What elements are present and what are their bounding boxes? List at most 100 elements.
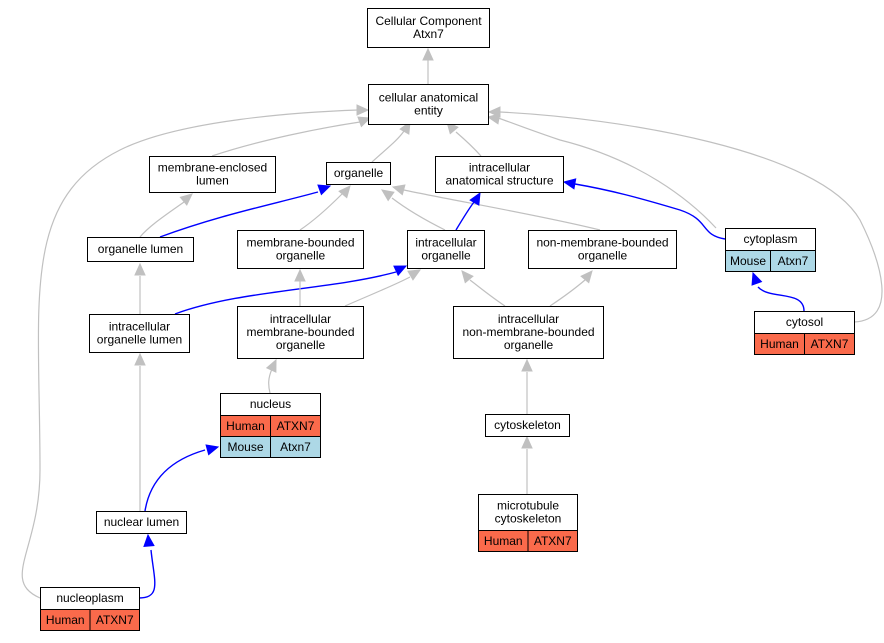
- node-label: membrane-enclosed: [158, 161, 267, 175]
- edge-arrowhead: [580, 270, 593, 284]
- edges-layer: [21, 47, 883, 599]
- node-nuclum[interactable]: nuclear lumen: [96, 511, 187, 534]
- edge-cyto-to-cae: [497, 117, 717, 229]
- human-cell-label: ATXN7: [811, 337, 849, 351]
- edge-arrowhead: [134, 352, 146, 366]
- node-cytosk[interactable]: cytoskeleton: [485, 414, 570, 437]
- human-cell-label: Human: [484, 534, 523, 548]
- node-label: organelle: [578, 249, 628, 263]
- edge-inmbo-to-nmbo: [549, 279, 586, 307]
- edge-orglum-to-mel: [139, 201, 185, 238]
- edge-arrowhead: [134, 262, 146, 276]
- edge-arrowhead: [265, 358, 277, 373]
- edge-arrowhead: [487, 106, 501, 118]
- node-box: [367, 8, 490, 48]
- edge-arrowhead: [422, 47, 434, 61]
- node-label: microtubule: [497, 499, 559, 513]
- edge-nmbo-to-org: [403, 189, 601, 231]
- edge-arrowhead: [393, 265, 408, 277]
- node-label: organelle: [276, 249, 326, 263]
- node-label: intracellular: [109, 320, 170, 334]
- node-label: lumen: [196, 174, 229, 188]
- node-orglum[interactable]: organelle lumen: [87, 237, 194, 262]
- node-label: anatomical structure: [445, 174, 553, 188]
- edge-cyto-to-ias: [574, 183, 726, 240]
- node-box: [89, 314, 190, 353]
- node-label: intracellular: [415, 236, 476, 250]
- node-label: non-membrane-bounded: [462, 325, 594, 339]
- edge-io-to-org: [391, 197, 446, 231]
- mouse-cell: [770, 250, 816, 272]
- node-box: [96, 511, 187, 534]
- node-label: organelle: [276, 338, 326, 352]
- edge-arrowhead: [469, 191, 481, 206]
- node-box: [478, 494, 578, 531]
- node-label: nucleoplasm: [56, 591, 123, 605]
- node-box: [87, 237, 194, 262]
- edge-arrowhead: [317, 184, 332, 196]
- edge-arrowhead: [461, 270, 474, 284]
- human-cell-label: Human: [226, 419, 265, 433]
- edge-arrowhead: [381, 189, 395, 202]
- node-label: cytoplasm: [743, 232, 797, 246]
- node-box: [407, 230, 485, 269]
- edge-mel-to-cae: [211, 121, 361, 157]
- node-box: [326, 162, 391, 185]
- node-box: [237, 306, 364, 359]
- node-label: non-membrane-bounded: [536, 236, 668, 250]
- human-cell: [89, 609, 140, 631]
- edge-arrowhead: [143, 533, 155, 547]
- human-cell-label: Human: [760, 337, 799, 351]
- node-box: [149, 156, 276, 193]
- edge-arrowhead: [179, 193, 193, 206]
- edge-arrowhead: [357, 116, 372, 128]
- edge-arrowhead: [294, 268, 306, 282]
- node-label: cytoskeleton: [494, 418, 561, 432]
- node-label: nucleus: [250, 397, 291, 411]
- node-label: Cellular Component: [375, 14, 482, 28]
- edge-nuclum-to-nucleus: [144, 449, 206, 512]
- edge-arrowhead: [391, 184, 406, 196]
- node-label: intracellular: [469, 161, 530, 175]
- node-label: membrane-bounded: [246, 325, 354, 339]
- edge-arrowhead: [521, 435, 533, 449]
- edge-io-to-ias: [455, 201, 475, 231]
- edge-arrowhead: [356, 104, 370, 116]
- node-box: [528, 230, 677, 269]
- node-org[interactable]: organelle: [326, 162, 391, 185]
- node-label: entity: [414, 104, 443, 118]
- edge-imbo-to-io: [344, 276, 411, 307]
- mouse-cell-label: Mouse: [730, 254, 766, 268]
- node-label: Atxn7: [413, 27, 444, 41]
- node-box: [368, 84, 489, 125]
- edge-nucleo-to-nuclum: [138, 549, 156, 599]
- edge-arrowhead: [338, 185, 351, 199]
- edge-cytosol-to-cyto: [757, 286, 805, 312]
- edge-arrowhead: [407, 269, 422, 281]
- edge-nucleo-to-cae: [21, 109, 359, 599]
- edge-arrowhead: [562, 178, 577, 190]
- node-label: cellular anatomical: [379, 91, 478, 105]
- node-inmbo[interactable]: intracellularnon-membrane-boundedorganel…: [453, 306, 604, 359]
- human-cell-label: Human: [46, 613, 85, 627]
- human-cell-label: ATXN7: [96, 613, 134, 627]
- edge-arrowhead: [399, 120, 411, 135]
- node-label: intracellular: [270, 312, 331, 326]
- node-label: organelle: [421, 249, 471, 263]
- edge-arrowhead: [751, 271, 763, 286]
